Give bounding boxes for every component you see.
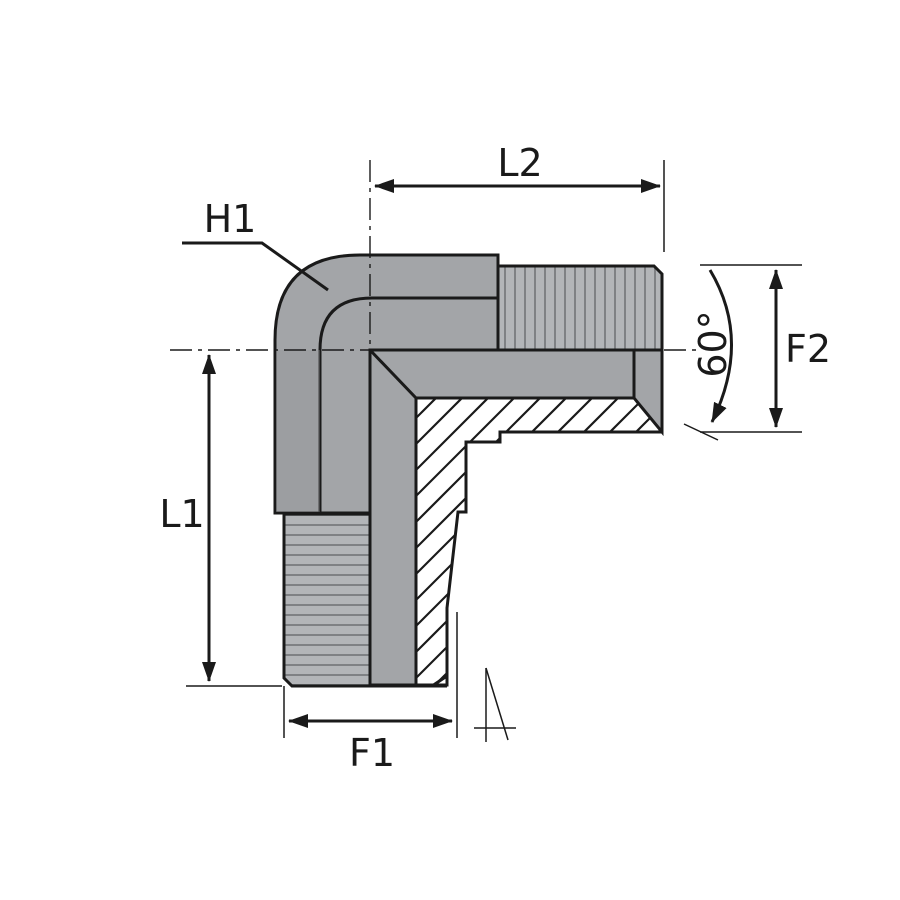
hatch-line (0, 350, 302, 700)
hatch-line (836, 350, 900, 700)
dimension-f2: F2 (700, 264, 831, 433)
hatch-line (416, 398, 511, 685)
hatch-line (758, 350, 900, 700)
taper-symbol-icon (474, 667, 516, 742)
dimension-l1: L1 (159, 354, 282, 687)
hatch-line (416, 398, 537, 685)
angle-indicator: 60° (683, 269, 735, 441)
hatch-line (888, 350, 900, 700)
vertical-thread (282, 512, 372, 688)
label-h1: H1 (204, 197, 257, 241)
hatch-line (416, 398, 589, 685)
elbow-inner-bend (318, 296, 498, 513)
label-angle: 60° (691, 310, 735, 377)
hatch-line (784, 350, 900, 700)
horizontal-thread (496, 264, 664, 352)
hatch-line (706, 350, 900, 700)
hatch-line (416, 398, 615, 685)
hatch-line (0, 350, 276, 700)
leader-h1: H1 (182, 197, 329, 292)
hatch-line (416, 398, 563, 685)
section-wall (414, 396, 662, 687)
hatch-line (0, 350, 250, 700)
label-f1: F1 (349, 731, 395, 775)
hatch-line (416, 398, 485, 685)
hatch-line (732, 350, 900, 700)
hatch-line (862, 350, 900, 700)
fitting-body (0, 253, 900, 700)
bore-face (632, 348, 664, 437)
label-f2: F2 (785, 327, 831, 371)
dimension-l2: L2 (374, 141, 665, 252)
hatch-line (627, 398, 660, 685)
elbow-shadow (276, 350, 320, 512)
hatch-line (680, 350, 900, 700)
dimension-f1: F1 (283, 612, 458, 775)
hatch-line (810, 350, 900, 700)
elbow-outer-shell (273, 253, 500, 515)
label-l2: L2 (497, 141, 542, 185)
label-l1: L1 (159, 492, 204, 536)
